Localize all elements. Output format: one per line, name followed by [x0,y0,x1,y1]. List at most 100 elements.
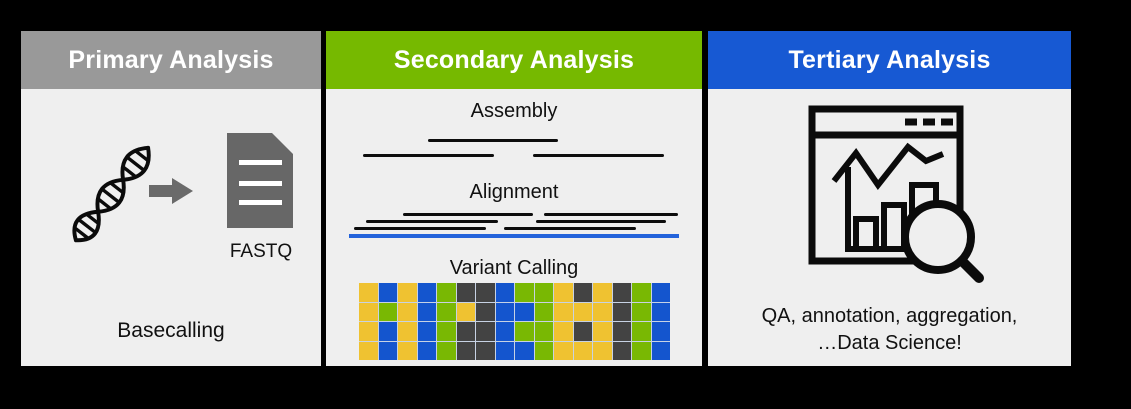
variant-cell [378,322,397,341]
variant-cell [515,322,534,341]
variant-cell [495,283,514,302]
variant-cell [534,283,553,302]
tertiary-analysis-body: QA, annotation, aggregation, …Data Scien… [708,89,1071,366]
variant-cell [476,322,495,341]
panel-tertiary-analysis: Tertiary Analysis [708,31,1071,366]
read-segment [363,154,494,157]
variant-cell [573,322,592,341]
read-segment [428,139,558,142]
variant-cell [534,322,553,341]
alignment-label: Alignment [469,181,559,203]
variant-cell [593,341,612,360]
variant-cell [632,322,651,341]
variant-cell [456,302,475,321]
basecalling-caption: Basecalling [117,319,225,342]
variant-cell [476,302,495,321]
variant-cell [554,283,573,302]
tertiary-analysis-title: Tertiary Analysis [788,45,991,74]
read-segment [354,227,486,230]
variant-cell [417,322,436,341]
variant-cell [437,322,456,341]
variant-cell [359,302,378,321]
variant-cell [456,283,475,302]
variant-cell [437,283,456,302]
variant-cell [573,341,592,360]
variant-cell [359,283,378,302]
variant-cell [632,283,651,302]
tertiary-caption: QA, annotation, aggregation, …Data Scien… [708,303,1071,357]
variant-cell [417,302,436,321]
variant-cell [398,322,417,341]
variant-cell [554,302,573,321]
variant-cell [359,322,378,341]
variant-cell [612,341,631,360]
variant-cell [476,341,495,360]
reference-line [349,234,679,238]
variant-cell [476,283,495,302]
read-segment [366,220,498,223]
dna-helix-icon [72,145,151,243]
variant-cell [593,283,612,302]
variant-cell [612,322,631,341]
read-segment [403,213,533,216]
variant-cell [632,302,651,321]
fastq-label: FASTQ [229,241,293,262]
read-segment [533,154,664,157]
variant-cell [515,341,534,360]
variant-cell [398,341,417,360]
variant-cell [534,341,553,360]
variant-cell [632,341,651,360]
secondary-analysis-title: Secondary Analysis [393,45,635,74]
read-segment [544,213,678,216]
variant-grid [359,283,670,360]
primary-analysis-header: Primary Analysis [21,31,321,89]
tertiary-analysis-header: Tertiary Analysis [708,31,1071,89]
panel-secondary-analysis: Secondary Analysis Assembly Alignment Va… [326,31,702,366]
arrow-right-icon [149,178,193,204]
variant-cell [651,283,670,302]
primary-analysis-body: FASTQ Basecalling [21,89,321,366]
variant-cell [573,283,592,302]
fastq-document-icon [227,133,293,228]
read-segment [536,220,666,223]
secondary-analysis-header: Secondary Analysis [326,31,702,89]
variant-cell [651,302,670,321]
variant-cell [359,341,378,360]
assembly-label: Assembly [470,100,558,122]
variant-cell [612,302,631,321]
variant-cell [417,283,436,302]
tertiary-caption-line2: …Data Science! [817,332,962,354]
variant-cell [593,322,612,341]
variant-cell [651,322,670,341]
variant-cell [378,302,397,321]
variant-calling-label: Variant Calling [449,257,579,279]
variant-cell [612,283,631,302]
variant-cell [554,341,573,360]
variant-cell [398,283,417,302]
variant-cell [437,302,456,321]
variant-cell [378,283,397,302]
variant-cell [554,322,573,341]
read-segment [504,227,636,230]
variant-cell [417,341,436,360]
variant-cell [495,322,514,341]
secondary-analysis-body: Assembly Alignment Variant Calling [326,89,702,366]
variant-cell [651,341,670,360]
variant-cell [593,302,612,321]
primary-analysis-title: Primary Analysis [68,45,274,74]
variant-cell [573,302,592,321]
variant-cell [495,302,514,321]
variant-cell [495,341,514,360]
analytics-window-icon [808,105,984,283]
panel-primary-analysis: Primary Analysis FASTQ [21,31,321,366]
variant-cell [515,302,534,321]
variant-cell [456,322,475,341]
variant-cell [378,341,397,360]
variant-cell [437,341,456,360]
variant-cell [398,302,417,321]
tertiary-caption-line1: QA, annotation, aggregation, [761,305,1018,327]
variant-cell [515,283,534,302]
variant-cell [534,302,553,321]
variant-cell [456,341,475,360]
